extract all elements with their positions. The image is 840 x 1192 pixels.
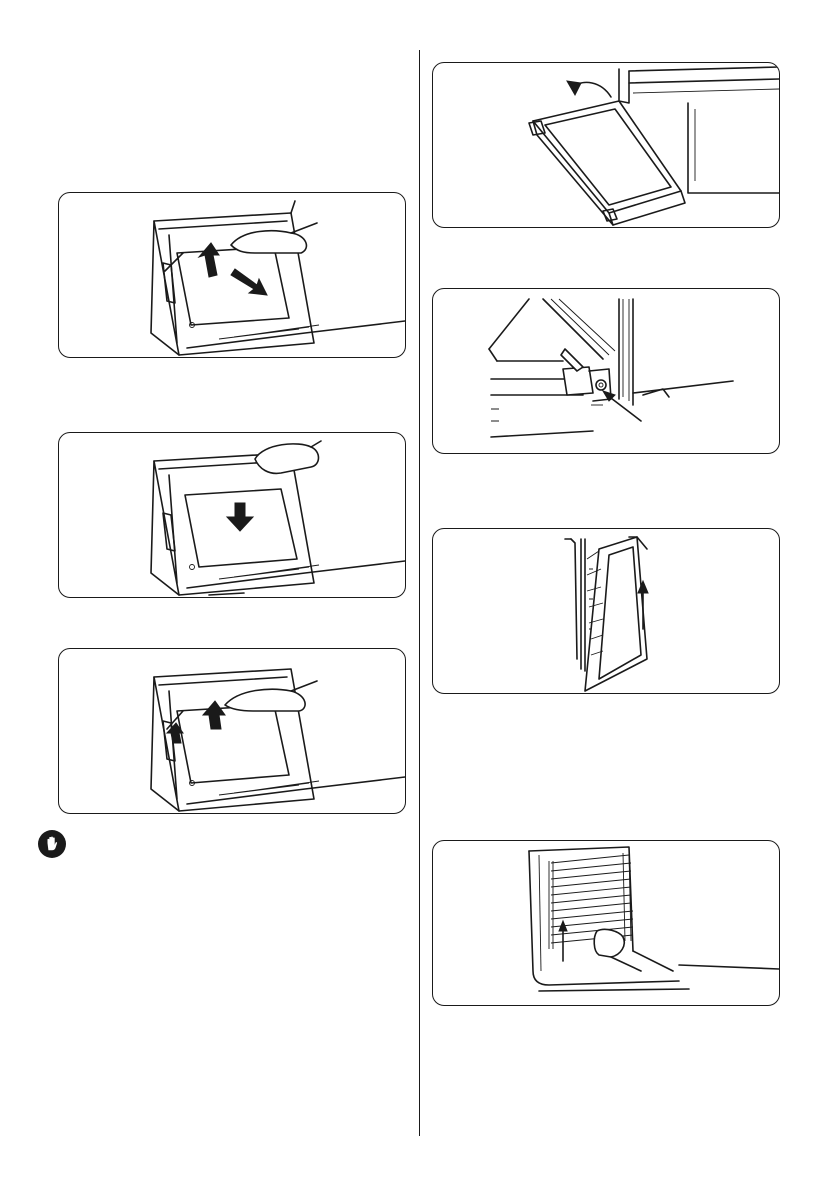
hand-icon [594, 929, 624, 957]
oven-door-illustration [433, 63, 779, 227]
fig-pull-glass-out [58, 432, 406, 598]
wire-rack-illustration [433, 841, 779, 1005]
oven-door-illustration [59, 433, 405, 597]
oven-door-illustration [59, 193, 405, 357]
fig-lift-inner-glass [58, 192, 406, 358]
hand-icon [225, 689, 305, 711]
fig-remove-side-rack [432, 840, 780, 1006]
hand-stop-icon [38, 830, 66, 858]
hand-icon [255, 444, 319, 473]
oven-door-illustration [59, 649, 405, 813]
column-divider [419, 50, 420, 1136]
fig-insert-glass-clip [58, 648, 406, 814]
oven-door-side-illustration [433, 529, 779, 693]
pointer-arrow-icon [607, 395, 641, 421]
fig-hinge-detail [432, 288, 780, 454]
hand-icon [231, 231, 306, 253]
hinge-illustration [433, 289, 779, 453]
fig-close-door [432, 62, 780, 228]
fig-lift-door-off [432, 528, 780, 694]
